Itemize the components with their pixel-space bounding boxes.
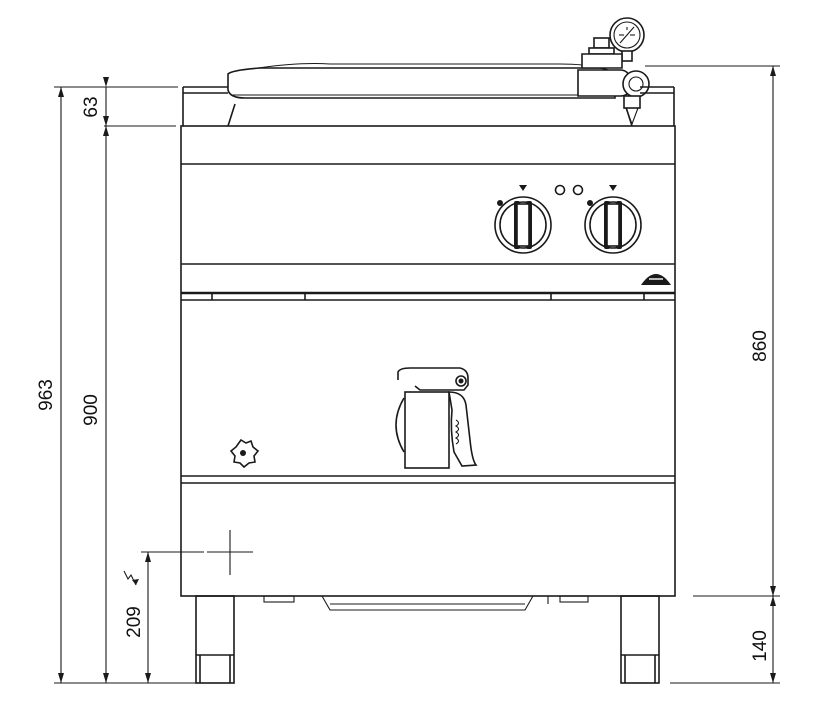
kettle-lid [227, 62, 633, 127]
dim-label-860: 860 [750, 330, 771, 362]
cabinet-body [180, 125, 676, 597]
dimension-140: 140 [670, 596, 780, 684]
dimension-963: 963 [36, 86, 198, 684]
valve-knob-icon[interactable] [229, 438, 260, 469]
connection-point-marker [207, 530, 253, 575]
dim-label-209: 209 [124, 606, 145, 638]
bottom-fittings [263, 595, 589, 611]
lid-hinge-block [577, 37, 650, 126]
dim-label-963: 963 [36, 379, 57, 411]
drain-tap-icon[interactable] [395, 367, 478, 469]
leg-right [620, 595, 660, 684]
dim-label-140: 140 [750, 630, 771, 662]
pressure-gauge-icon [609, 17, 645, 62]
warning-triangle-icon [641, 274, 671, 285]
dim-label-63: 63 [81, 96, 102, 117]
dim-label-900: 900 [81, 394, 102, 426]
lightning-bolt-icon [123, 570, 139, 586]
dimension-900: 900 63 [81, 77, 176, 683]
indicator-lights [554, 184, 584, 196]
leg-left [195, 595, 235, 684]
control-knob-left[interactable] [494, 185, 552, 254]
control-knob-right[interactable] [584, 185, 642, 254]
dimension-209: 209 [123, 551, 204, 683]
dimension-860: 860 [645, 65, 780, 597]
top-rim [182, 86, 675, 126]
